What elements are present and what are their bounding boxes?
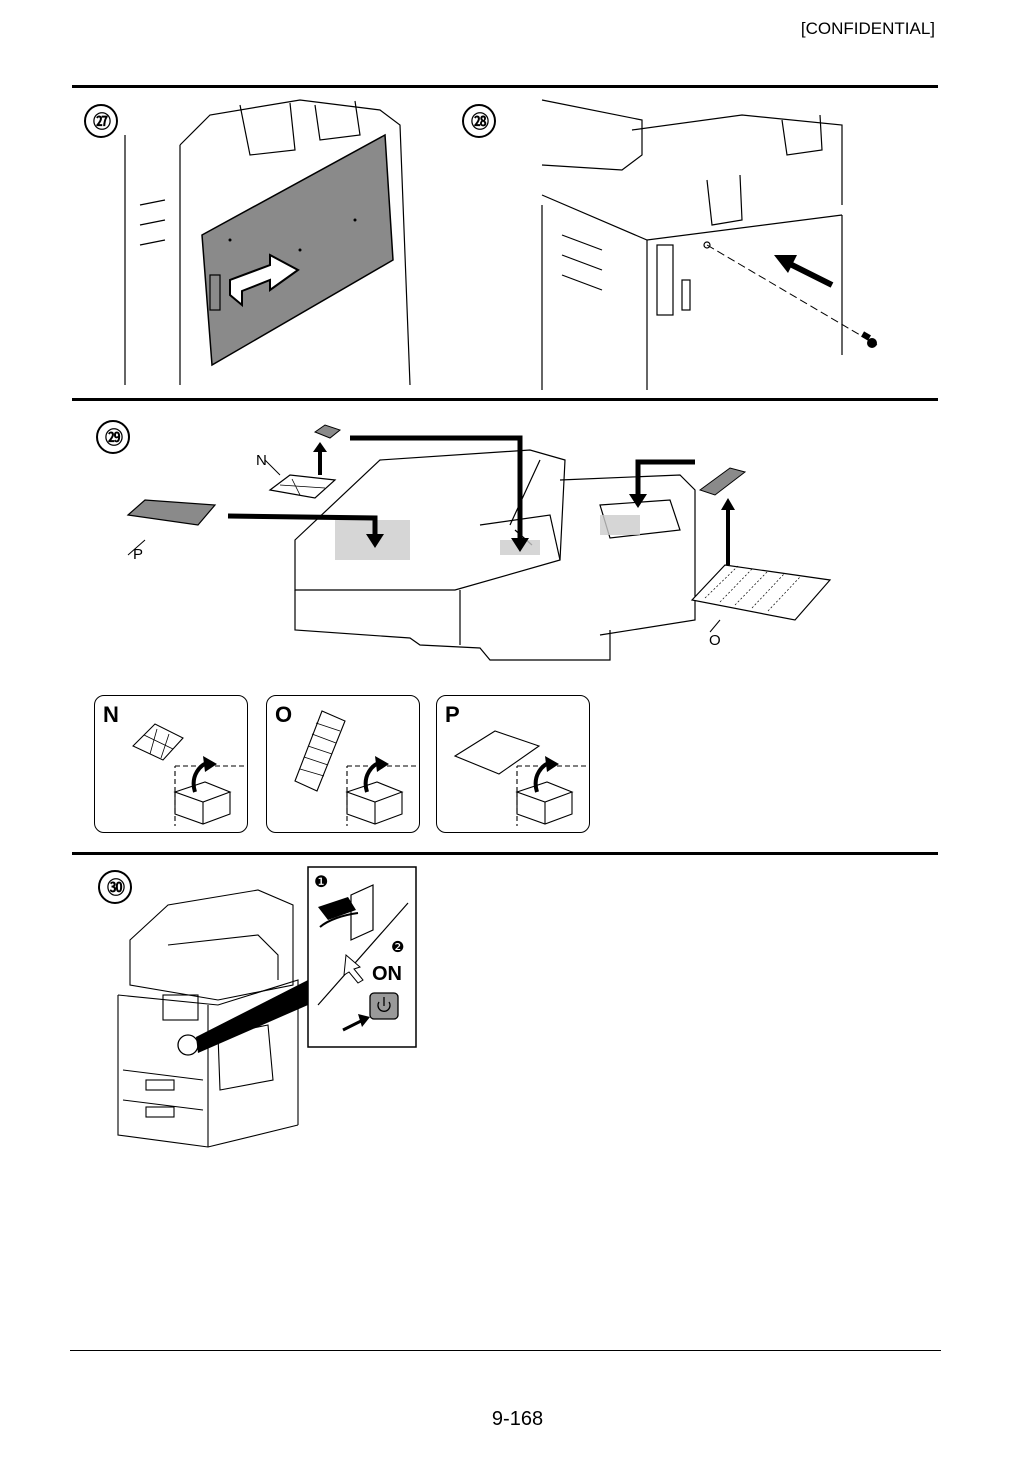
marker-2: ❷ [391, 939, 405, 956]
section-rule-29 [72, 398, 938, 401]
marker-1: ❶ [314, 874, 329, 891]
footer-rule [70, 1350, 941, 1351]
card-p: P [436, 695, 590, 833]
step-number-28: ㉘ [462, 104, 496, 138]
card-n-figure [132, 723, 245, 826]
card-o-figure [294, 710, 417, 826]
section-rule-30 [72, 852, 938, 855]
label-n: N [256, 452, 267, 469]
card-letter-n: N [103, 702, 119, 727]
step-number-29: ㉙ [96, 420, 130, 454]
page-number: 9-168 [491, 1408, 544, 1430]
card-o: O [266, 695, 420, 833]
figure-step27-rear-cover [124, 99, 411, 386]
card-n: N [94, 695, 248, 833]
step-number-30: ㉚ [98, 870, 132, 904]
confidential-label: [CONFIDENTIAL] [800, 19, 935, 38]
card-p-figure [453, 730, 587, 826]
figure-step30-power-on [117, 866, 417, 1148]
step-number-27: ㉗ [84, 104, 118, 138]
card-letter-p: P [445, 702, 460, 727]
label-o: O [709, 632, 721, 649]
label-p: P [133, 546, 144, 563]
section-rule-top [72, 85, 938, 88]
card-letter-o: O [275, 702, 293, 727]
figure-step29-labels-adf [126, 424, 832, 661]
on-label: ON [372, 963, 402, 985]
figure-step28-screw [541, 99, 878, 390]
